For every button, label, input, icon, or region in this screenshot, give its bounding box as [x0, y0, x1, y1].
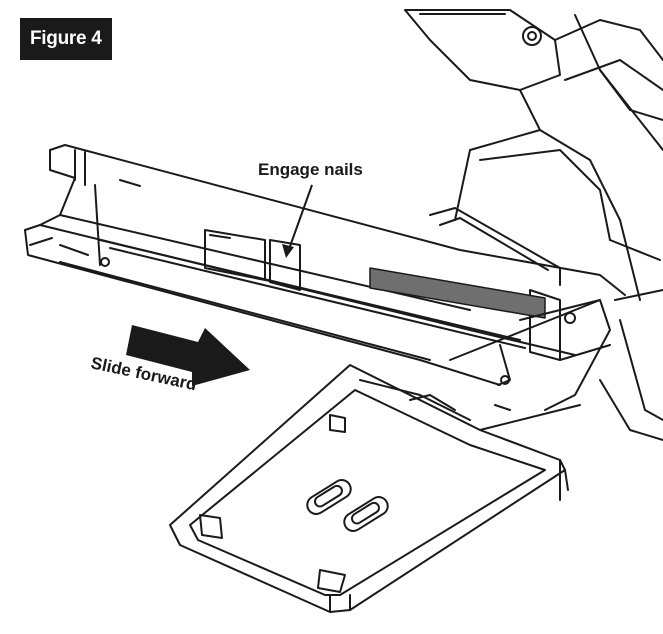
figure-label: Figure 4: [20, 18, 112, 60]
nail-strip: [369, 267, 546, 319]
callout-engage-nails: Engage nails: [258, 160, 363, 179]
tray-slot-left: [306, 479, 352, 515]
magazine-tray: [169, 364, 581, 613]
engage-pointer-line: [287, 184, 313, 253]
tray-slot-right: [343, 496, 389, 532]
engage-pointer-arrowhead: [282, 244, 294, 258]
pusher-assembly: [449, 299, 611, 411]
tool-body: [404, 9, 663, 441]
magazine-rail: [24, 144, 626, 386]
slide-forward-arrow: [126, 325, 250, 386]
